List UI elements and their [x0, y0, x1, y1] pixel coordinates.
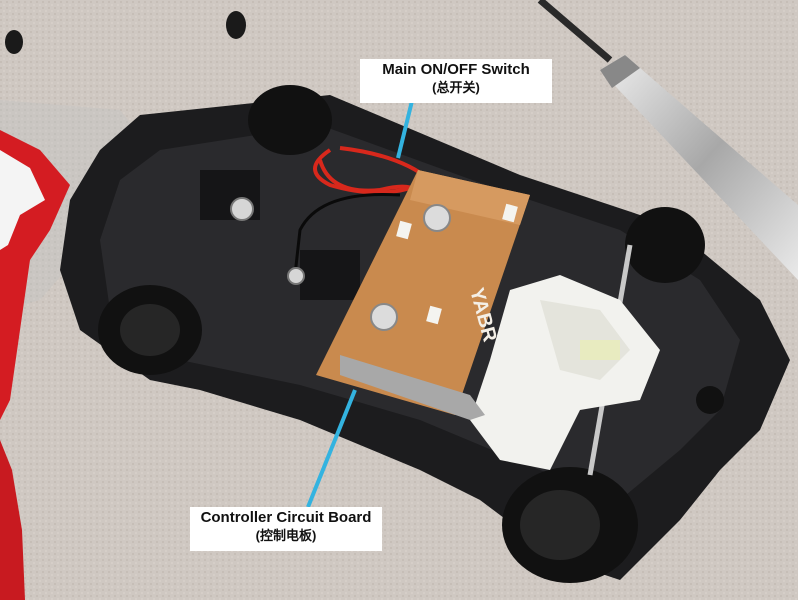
switch-callout-label: Main ON/OFF Switch [382, 61, 530, 78]
black-wire [293, 192, 401, 276]
controller-circuit-board [316, 170, 530, 420]
switch-callout-sublabel: (总开关) [432, 80, 480, 95]
board-callout-label: Controller Circuit Board [200, 509, 372, 526]
wheels [98, 85, 705, 583]
switch-callout: Main ON/OFF Switch (总开关) [360, 59, 552, 103]
motor-housing [470, 275, 660, 470]
pointer-lines [306, 100, 414, 508]
red-fabric [0, 130, 70, 600]
chassis-screws [230, 197, 305, 285]
board-callout: Controller Circuit Board (控制电板) [190, 507, 382, 551]
loose-screws [5, 11, 246, 54]
board-pointer [306, 389, 357, 508]
board-callout-sublabel: (控制电板) [255, 528, 317, 543]
screwdriver [537, 0, 798, 280]
switch-pointer [396, 100, 414, 159]
